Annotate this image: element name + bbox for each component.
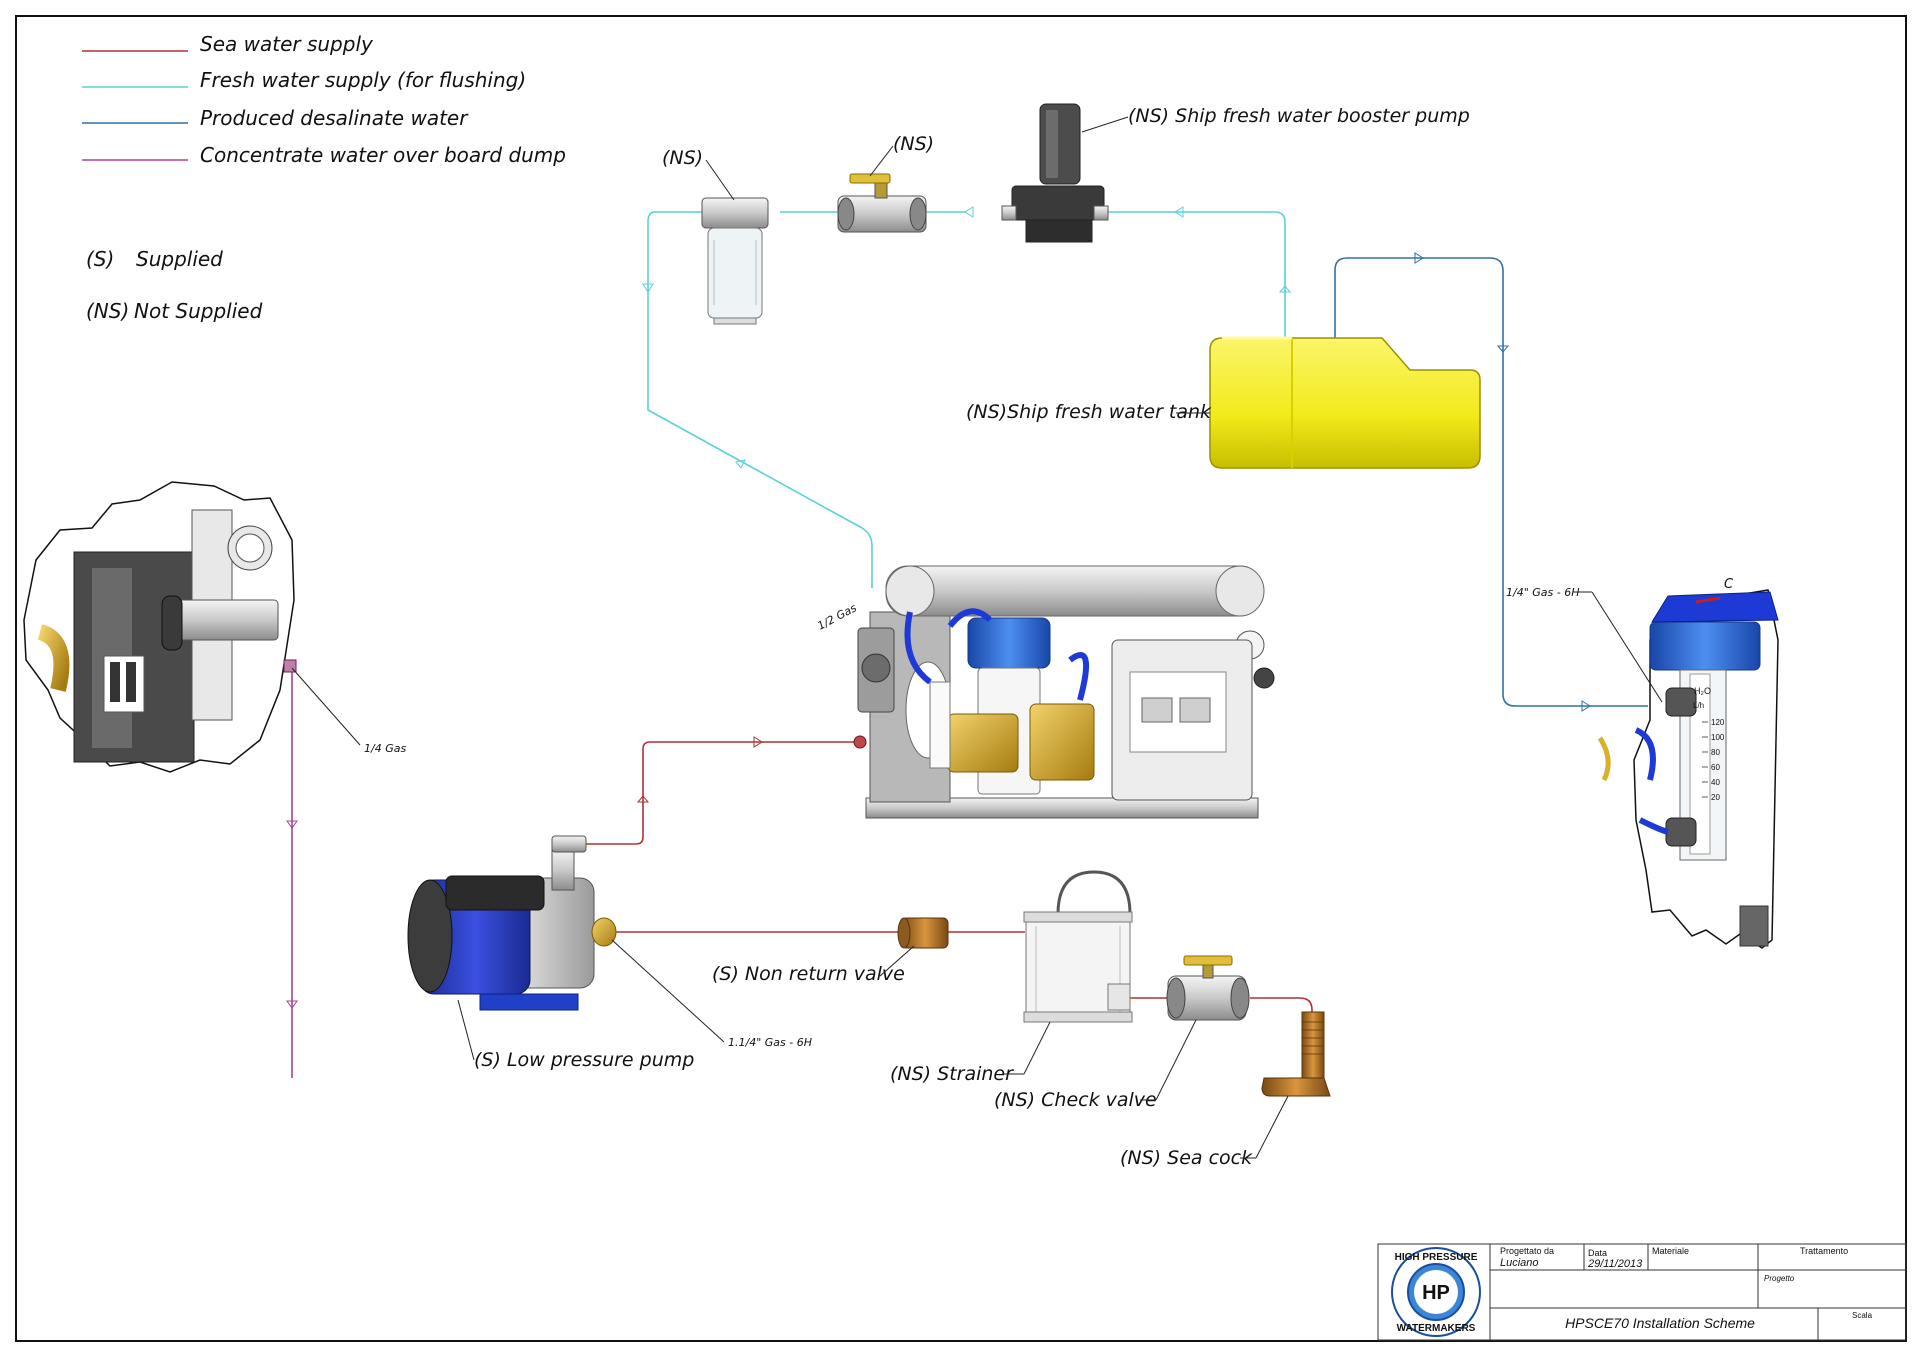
- date-label: Data: [1588, 1248, 1607, 1258]
- flowmeter-tick-100: 100: [1711, 733, 1725, 742]
- treatment-label: Trattamento: [1800, 1246, 1848, 1256]
- low-pressure-pump-label: (S) Low pressure pump: [474, 1049, 694, 1071]
- logo-text-top: HIGH PRESSURE: [1395, 1252, 1478, 1263]
- product-flowmeter-detail: [1597, 589, 1779, 949]
- pipe-sea-water-suction: [605, 931, 1313, 1030]
- flowmeter-tick-80: 80: [1711, 748, 1720, 757]
- logo-text-bottom: WATERMAKERS: [1397, 1323, 1476, 1334]
- prefilter-housing: [701, 197, 769, 325]
- company-logo: [1391, 1247, 1481, 1337]
- non-return-valve-label: (S) Non return valve: [712, 963, 905, 985]
- title-block: [1377, 1243, 1907, 1341]
- non-return-valve: [897, 917, 949, 949]
- booster-pump: [1001, 103, 1109, 243]
- concentrate-gas-label: 1/4 Gas: [364, 742, 406, 755]
- low-pressure-pump-leader: [457, 999, 475, 1061]
- flowmeter-tick-60: 60: [1711, 763, 1720, 772]
- booster-pump-leader: [1081, 116, 1129, 133]
- strainer-leader-2: [1023, 1021, 1051, 1075]
- flow-arrows: [286, 206, 1591, 1009]
- flowmeter-scale: [1702, 721, 1708, 798]
- flowmeter-c-label: C: [1724, 577, 1734, 592]
- non-return-valve-leader: [879, 945, 915, 977]
- supplied-code: (S): [86, 247, 114, 271]
- sea-cock-label: (NS) Sea cock: [1120, 1147, 1253, 1169]
- legend-label-sea: Sea water supply: [200, 32, 374, 56]
- flowmeter-tick-20: 20: [1711, 793, 1720, 802]
- booster-pump-label: (NS) Ship fresh water booster pump: [1128, 105, 1470, 127]
- flowmeter-unit-top: H₂O: [1694, 686, 1711, 696]
- half-gas-label: 1/2 Gas: [815, 601, 859, 632]
- flowmeter-gas-leader-2: [1591, 591, 1663, 703]
- fresh-ball-valve-leader: [869, 145, 894, 177]
- flowmeter-tick-40: 40: [1711, 778, 1720, 787]
- logo-mark: HP: [1422, 1282, 1450, 1304]
- pipe-sea-water-feed: [580, 741, 858, 845]
- watermaker-unit: [853, 565, 1275, 819]
- legend-label-fresh: Fresh water supply (for flushing): [200, 68, 526, 92]
- not-supplied-text: Not Supplied: [134, 299, 263, 323]
- check-valve-label: (NS) Check valve: [994, 1089, 1157, 1111]
- legend-label-produced: Produced desalinate water: [200, 106, 469, 130]
- sea-cock-leader-2: [1255, 1095, 1289, 1159]
- fresh-water-tank: [1209, 336, 1481, 469]
- fresh-ball-valve-label: (NS): [893, 133, 934, 155]
- scale-label: Scala: [1852, 1311, 1873, 1320]
- strainer: [1023, 870, 1133, 1023]
- fresh-ball-valve: [837, 173, 927, 233]
- legend: Sea water supply Fresh water supply (for…: [82, 32, 566, 323]
- concentrate-outlet-detail: [23, 481, 297, 773]
- legend-label-concentrate: Concentrate water over board dump: [200, 143, 566, 167]
- pump-gas-leader: [611, 939, 725, 1043]
- supplied-text: Supplied: [136, 247, 223, 271]
- check-valve-leader-2: [1155, 1019, 1197, 1101]
- prefilter-leader: [705, 159, 735, 201]
- date-value: 29/11/2013: [1587, 1258, 1643, 1270]
- not-supplied-code: (NS): [86, 299, 129, 323]
- pump-gas-label: 1.1/4" Gas - 6H: [728, 1036, 812, 1049]
- project-label: Progetto: [1764, 1274, 1795, 1283]
- fresh-water-tank-label: (NS)Ship fresh water tank: [966, 401, 1212, 423]
- designed-by-label: Progettato da: [1500, 1246, 1554, 1256]
- sea-cock: [1261, 1011, 1331, 1097]
- material-label: Materiale: [1652, 1246, 1689, 1256]
- pipe-produced-water: [1334, 257, 1648, 707]
- prefilter-label: (NS): [662, 147, 703, 169]
- concentrate-gas-leader: [291, 667, 361, 746]
- strainer-label: (NS) Strainer: [890, 1063, 1014, 1085]
- low-pressure-pump: [407, 835, 617, 1011]
- drawing-title: HPSCE70 Installation Scheme: [1565, 1315, 1755, 1331]
- flowmeter-gas-label: 1/4" Gas - 6H: [1506, 586, 1580, 599]
- drawing-frame: [15, 15, 1907, 1342]
- designed-by-value: Luciano: [1500, 1257, 1539, 1269]
- flowmeter-unit: L/h: [1693, 701, 1704, 710]
- flowmeter-tick-120: 120: [1711, 718, 1725, 727]
- check-valve: [1166, 955, 1250, 1021]
